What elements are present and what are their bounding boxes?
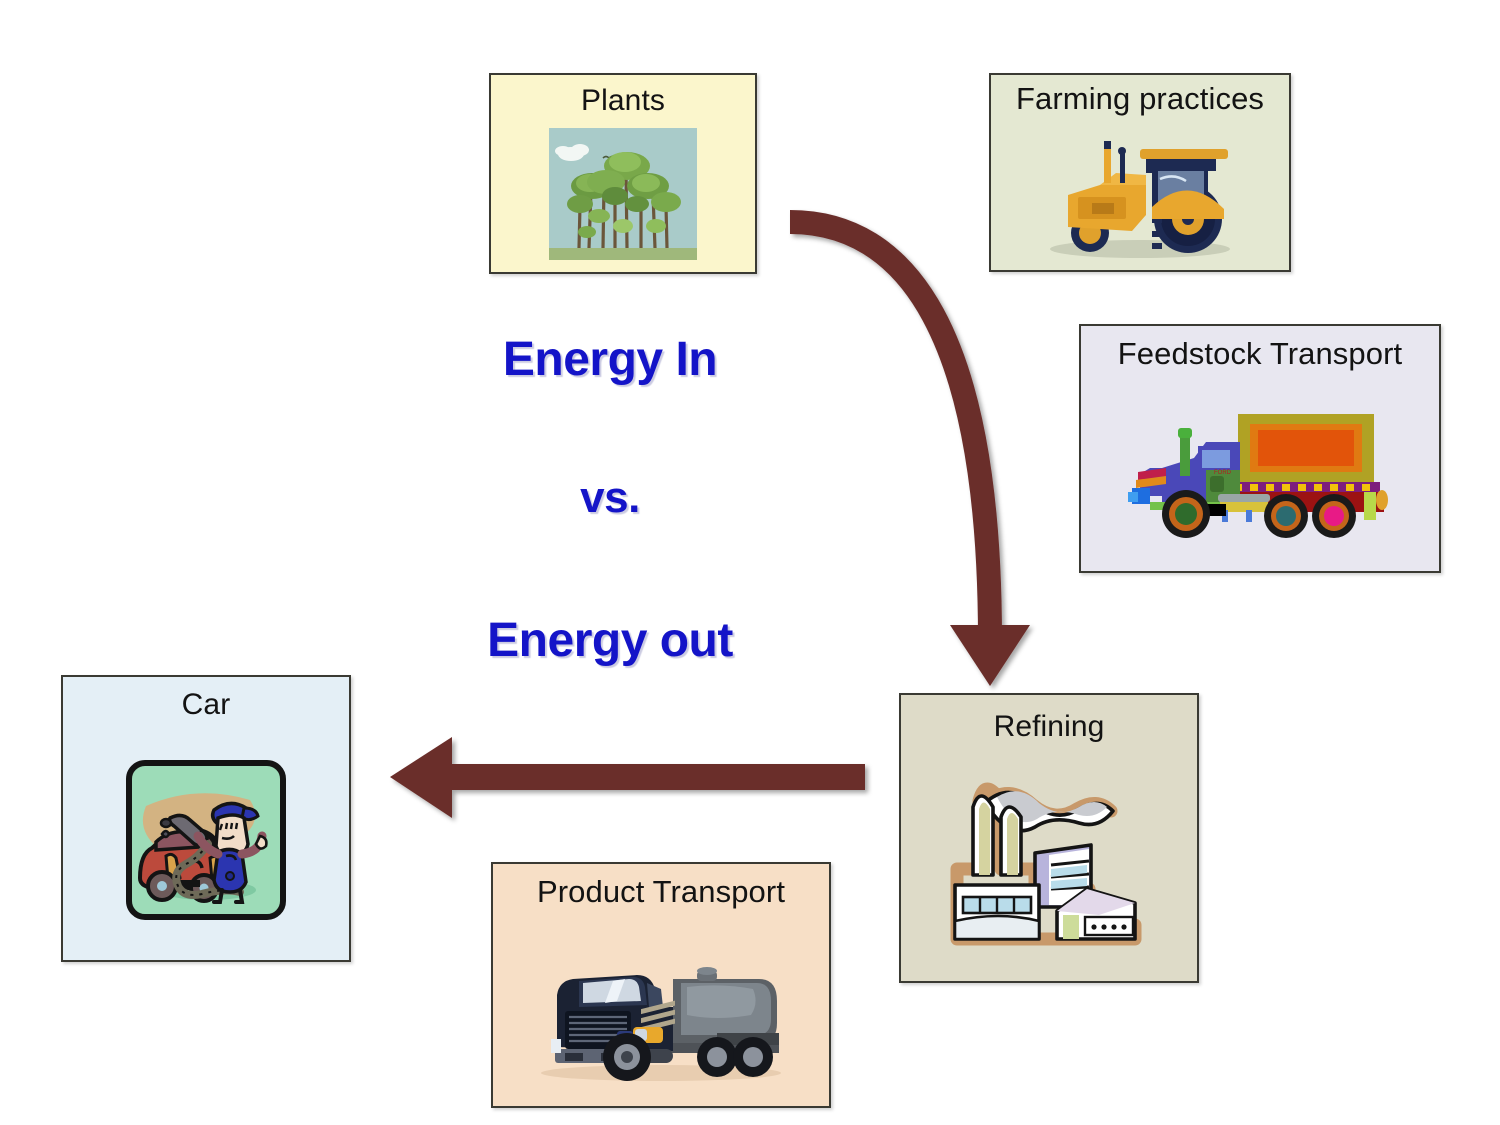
- tractor-icon: [991, 116, 1289, 270]
- node-farming-practices-label: Farming practices: [1015, 81, 1265, 116]
- node-plants[interactable]: Plants: [489, 73, 757, 274]
- headline-energy-in: Energy In: [502, 333, 718, 386]
- man-fueling-car-icon: [63, 721, 349, 961]
- node-refining-label: Refining: [993, 710, 1105, 743]
- curved-down-arrow-plants-to-refining: [789, 210, 1030, 686]
- straight-left-arrow-refining-to-car: [390, 737, 865, 818]
- node-farming-practices[interactable]: Farming practices: [989, 73, 1291, 272]
- node-car[interactable]: Car: [61, 675, 351, 962]
- tanker-truck-icon: [493, 909, 829, 1106]
- headline-vs: vs.: [580, 473, 640, 522]
- svg-text:FORD: FORD: [1214, 470, 1232, 476]
- node-feedstock-transport-label: Feedstock Transport: [1117, 336, 1403, 371]
- factory-smokestacks-icon: [901, 743, 1197, 982]
- flatbed-truck-icon: FORD: [1081, 371, 1439, 571]
- node-product-transport[interactable]: Product Transport: [491, 862, 831, 1108]
- headline-energy-out: Energy out: [487, 614, 733, 667]
- node-car-label: Car: [181, 688, 231, 721]
- node-product-transport-label: Product Transport: [536, 874, 786, 909]
- forest-trees-icon: [491, 117, 755, 273]
- node-feedstock-transport[interactable]: Feedstock Transport: [1079, 324, 1441, 573]
- node-plants-label: Plants: [581, 84, 665, 117]
- node-refining[interactable]: Refining: [899, 693, 1199, 983]
